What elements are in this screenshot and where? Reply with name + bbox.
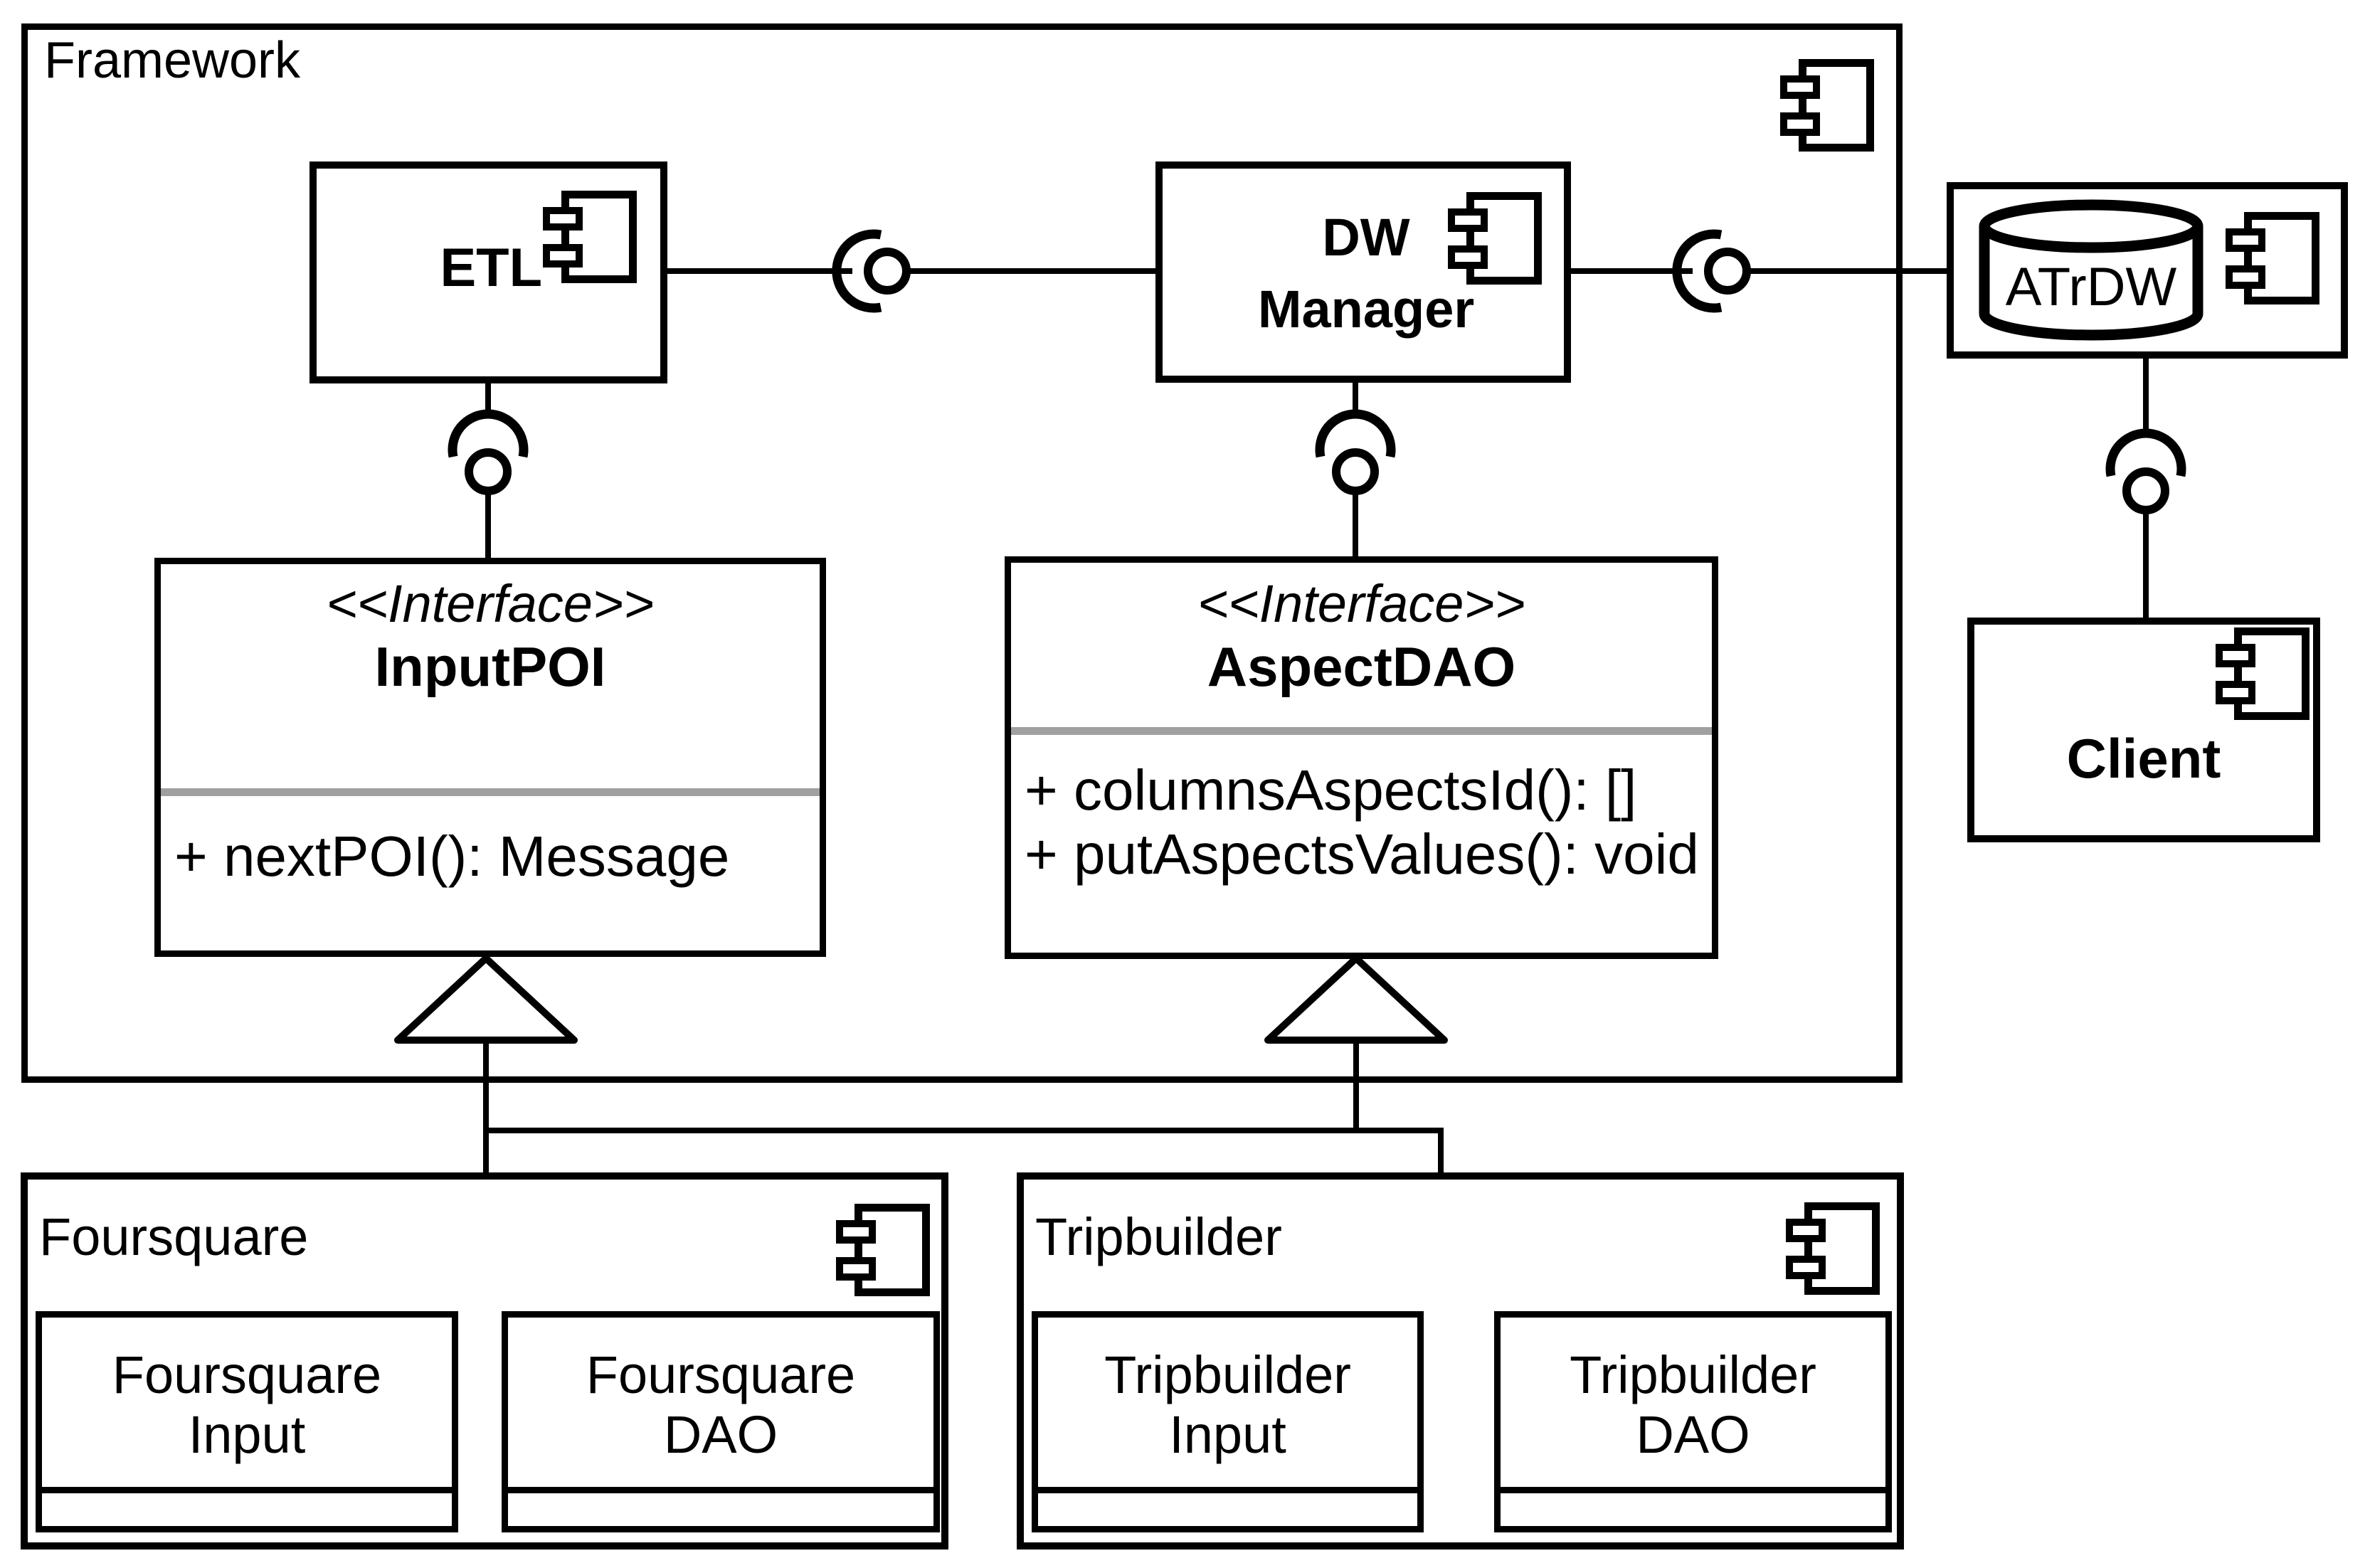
- aspectdao-stereotype: <<Interface>>: [1197, 574, 1525, 633]
- dw-manager-label: DW Manager: [1257, 208, 1475, 339]
- inputpoi-name: InputPOI: [374, 635, 606, 698]
- class-separator: [1038, 1487, 1417, 1493]
- class-tripbuilder-dao: [1494, 1311, 1892, 1532]
- client-label: Client: [2066, 727, 2221, 790]
- foursquare-dao-label: Foursquare DAO: [586, 1345, 856, 1464]
- foursquare-label: Foursquare: [39, 1207, 309, 1266]
- atrdw-label: ATrDW: [2005, 257, 2177, 317]
- required-interface-socket-icon: [2105, 428, 2186, 477]
- interface-aspectdao: [1005, 556, 1718, 959]
- tripbuilder-dao-label: Tripbuilder DAO: [1570, 1345, 1816, 1464]
- component-icon: [836, 1204, 930, 1296]
- foursquare-input-label: Foursquare Input: [112, 1345, 382, 1464]
- component-icon: [1448, 192, 1542, 285]
- component-icon: [543, 191, 637, 283]
- inputpoi-stereotype: <<Interface>>: [326, 574, 655, 633]
- class-foursquare-input: [36, 1311, 458, 1532]
- aspectdao-method: + columnsAspectsId(): []: [1025, 758, 1637, 822]
- etl-label: ETL: [440, 238, 542, 298]
- inputpoi-method: + nextPOI(): Message: [174, 825, 730, 888]
- tripbuilder-label: Tripbuilder: [1035, 1207, 1282, 1266]
- aspectdao-name: AspectDAO: [1207, 635, 1516, 698]
- tripbuilder-input-label: Tripbuilder Input: [1104, 1345, 1351, 1464]
- component-icon: [1780, 59, 1874, 152]
- class-separator: [1501, 1487, 1885, 1493]
- framework-label: Framework: [44, 32, 301, 89]
- inputpoi-separator: [161, 788, 820, 796]
- aspectdao-separator: [1011, 727, 1712, 735]
- component-icon: [2216, 627, 2310, 720]
- aspectdao-method: + putAspectsValues(): void: [1025, 822, 1699, 886]
- class-separator: [42, 1487, 452, 1493]
- assembly-connector-atrdw-client: [2105, 357, 2186, 619]
- provided-interface-ball-icon: [2122, 467, 2169, 514]
- interface-inputpoi: [154, 558, 826, 957]
- component-icon: [1786, 1202, 1880, 1295]
- class-foursquare-dao: [502, 1311, 940, 1532]
- component-icon: [2226, 212, 2319, 304]
- class-tripbuilder-input: [1032, 1311, 1424, 1532]
- realization-bus: [486, 1128, 1444, 1174]
- class-separator: [508, 1487, 933, 1493]
